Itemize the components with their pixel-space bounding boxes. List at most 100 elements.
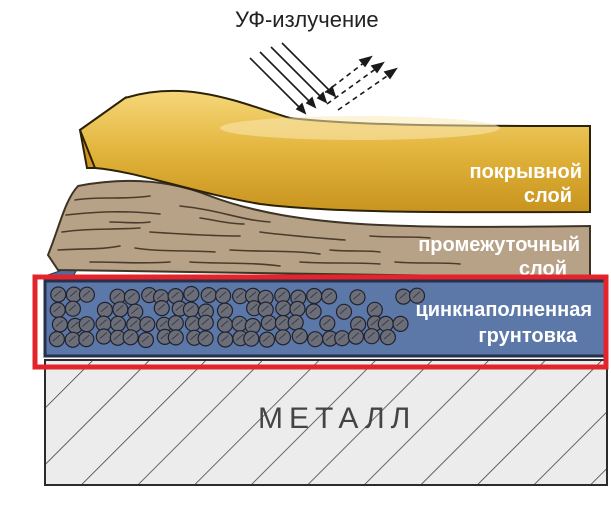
zinc-particle bbox=[287, 314, 304, 331]
zinc-particle-shade bbox=[367, 331, 376, 339]
zinc-particle-shade bbox=[156, 292, 165, 300]
zinc-particle bbox=[197, 330, 214, 347]
intermediate-texture bbox=[57, 195, 461, 267]
zinc-particle bbox=[112, 301, 129, 318]
zinc-particle-shade bbox=[235, 291, 244, 299]
zinc-particle-shade bbox=[396, 319, 404, 327]
zinc-particle-shade bbox=[144, 290, 153, 298]
zinc-particle-shade bbox=[115, 304, 124, 312]
zinc-particle-shade bbox=[383, 332, 392, 340]
zinc-particle-shade bbox=[220, 335, 229, 342]
zinc-particle-shade bbox=[171, 291, 179, 299]
zinc-particle-shade bbox=[113, 333, 122, 341]
zinc-particle bbox=[96, 301, 114, 318]
zinc-particle bbox=[319, 315, 336, 332]
intermediate-layer-body bbox=[46, 179, 591, 280]
zinc-particle-shade bbox=[129, 320, 138, 327]
zinc-particle-shade bbox=[81, 334, 90, 342]
zinc-particle-shade bbox=[337, 333, 346, 341]
zinc-particle-shade bbox=[370, 305, 379, 313]
metal-label: МЕТАЛЛ bbox=[258, 402, 416, 435]
zinc-particle-shade bbox=[264, 318, 273, 326]
zinc-particle-shade bbox=[339, 307, 348, 315]
zinc-particle bbox=[78, 331, 95, 348]
zinc-particle bbox=[305, 303, 322, 320]
zinc-particle-shade bbox=[278, 332, 287, 340]
zinc-particle-shade bbox=[278, 318, 287, 326]
zinc-particle bbox=[78, 316, 95, 333]
zinc-particle bbox=[182, 301, 199, 318]
zinc-particle-shade bbox=[189, 333, 198, 341]
zinc-particle bbox=[408, 287, 426, 304]
zinc-particle bbox=[377, 315, 394, 332]
primer-label-line1: цинкнаполненная bbox=[415, 299, 592, 321]
topcoat-layer: покрывной слой bbox=[78, 89, 591, 214]
zinc-particle-shade bbox=[295, 331, 304, 339]
zinc-particle-shade bbox=[100, 305, 109, 313]
zinc-particle-shade bbox=[353, 292, 361, 300]
zinc-particle-shade bbox=[293, 304, 301, 312]
zinc-particle-shade bbox=[353, 320, 362, 327]
zinc-particle-shade bbox=[171, 318, 180, 326]
zinc-particle bbox=[49, 301, 66, 319]
zinc-particle-shade bbox=[412, 291, 421, 299]
zinc-particle bbox=[349, 289, 366, 306]
zinc-particle-shade bbox=[53, 290, 62, 297]
zinc-particle bbox=[64, 300, 82, 317]
zinc-particle bbox=[183, 285, 200, 303]
zinc-particle-shade bbox=[127, 292, 136, 300]
primer-highlight-frame bbox=[32, 274, 609, 370]
zinc-particles bbox=[48, 285, 426, 349]
zinc-particle-shade bbox=[70, 321, 79, 329]
uv-label: УФ-излучение bbox=[235, 7, 379, 32]
zinc-particle-shade bbox=[171, 333, 180, 340]
zinc-particle bbox=[109, 315, 127, 332]
zinc-particle-shade bbox=[236, 333, 244, 341]
zinc-particle bbox=[291, 328, 308, 345]
zinc-particle bbox=[122, 329, 139, 346]
topcoat-layer-body bbox=[78, 89, 591, 214]
zinc-particle bbox=[216, 316, 234, 333]
zinc-particle bbox=[48, 331, 66, 348]
zinc-particle bbox=[231, 315, 248, 332]
zinc-particle-shade bbox=[69, 290, 78, 297]
zinc-particle bbox=[321, 288, 338, 305]
zinc-particle-shade bbox=[351, 332, 360, 339]
zinc-particle-shade bbox=[68, 304, 77, 312]
zinc-particle bbox=[197, 314, 214, 331]
zinc-particle-shade bbox=[99, 332, 108, 339]
zinc-particle-shade bbox=[399, 292, 407, 299]
zinc-particle-shade bbox=[159, 320, 168, 328]
intermediate-layer: промежуточный слой bbox=[46, 179, 591, 280]
zinc-particle-shade bbox=[175, 304, 184, 311]
zinc-particle bbox=[167, 315, 184, 332]
zinc-particle bbox=[379, 329, 396, 346]
zinc-particle bbox=[366, 301, 383, 318]
zinc-particle-shade bbox=[201, 318, 210, 326]
zinc-particle-shade bbox=[248, 321, 257, 329]
zinc-particle bbox=[260, 314, 277, 331]
metal-hatching bbox=[45, 360, 607, 485]
zinc-particle bbox=[139, 316, 156, 333]
zinc-particle-shade bbox=[278, 303, 287, 311]
zinc-particle-shade bbox=[186, 289, 195, 297]
zinc-particle-shade bbox=[113, 319, 122, 327]
zinc-particle bbox=[363, 328, 380, 345]
zinc-particle-shade bbox=[53, 305, 62, 313]
zinc-particle-shade bbox=[381, 319, 390, 327]
zinc-particle bbox=[307, 331, 324, 348]
topcoat-label-line1: покрывной bbox=[470, 161, 583, 183]
zinc-particle-shade bbox=[141, 335, 150, 343]
zinc-particle-shade bbox=[220, 306, 229, 313]
intermediate-label-line1: промежуточный bbox=[418, 234, 580, 256]
zinc-particle-shade bbox=[126, 332, 134, 340]
zinc-particle-shade bbox=[246, 334, 255, 342]
zinc-particle-shade bbox=[218, 291, 227, 299]
zinc-particle bbox=[137, 331, 154, 349]
zinc-particle-shade bbox=[142, 319, 151, 327]
zinc-particle-shade bbox=[220, 320, 229, 328]
topcoat-label-line2: слой bbox=[524, 185, 572, 207]
zinc-particle bbox=[334, 330, 351, 347]
zinc-particle-shade bbox=[325, 334, 334, 341]
